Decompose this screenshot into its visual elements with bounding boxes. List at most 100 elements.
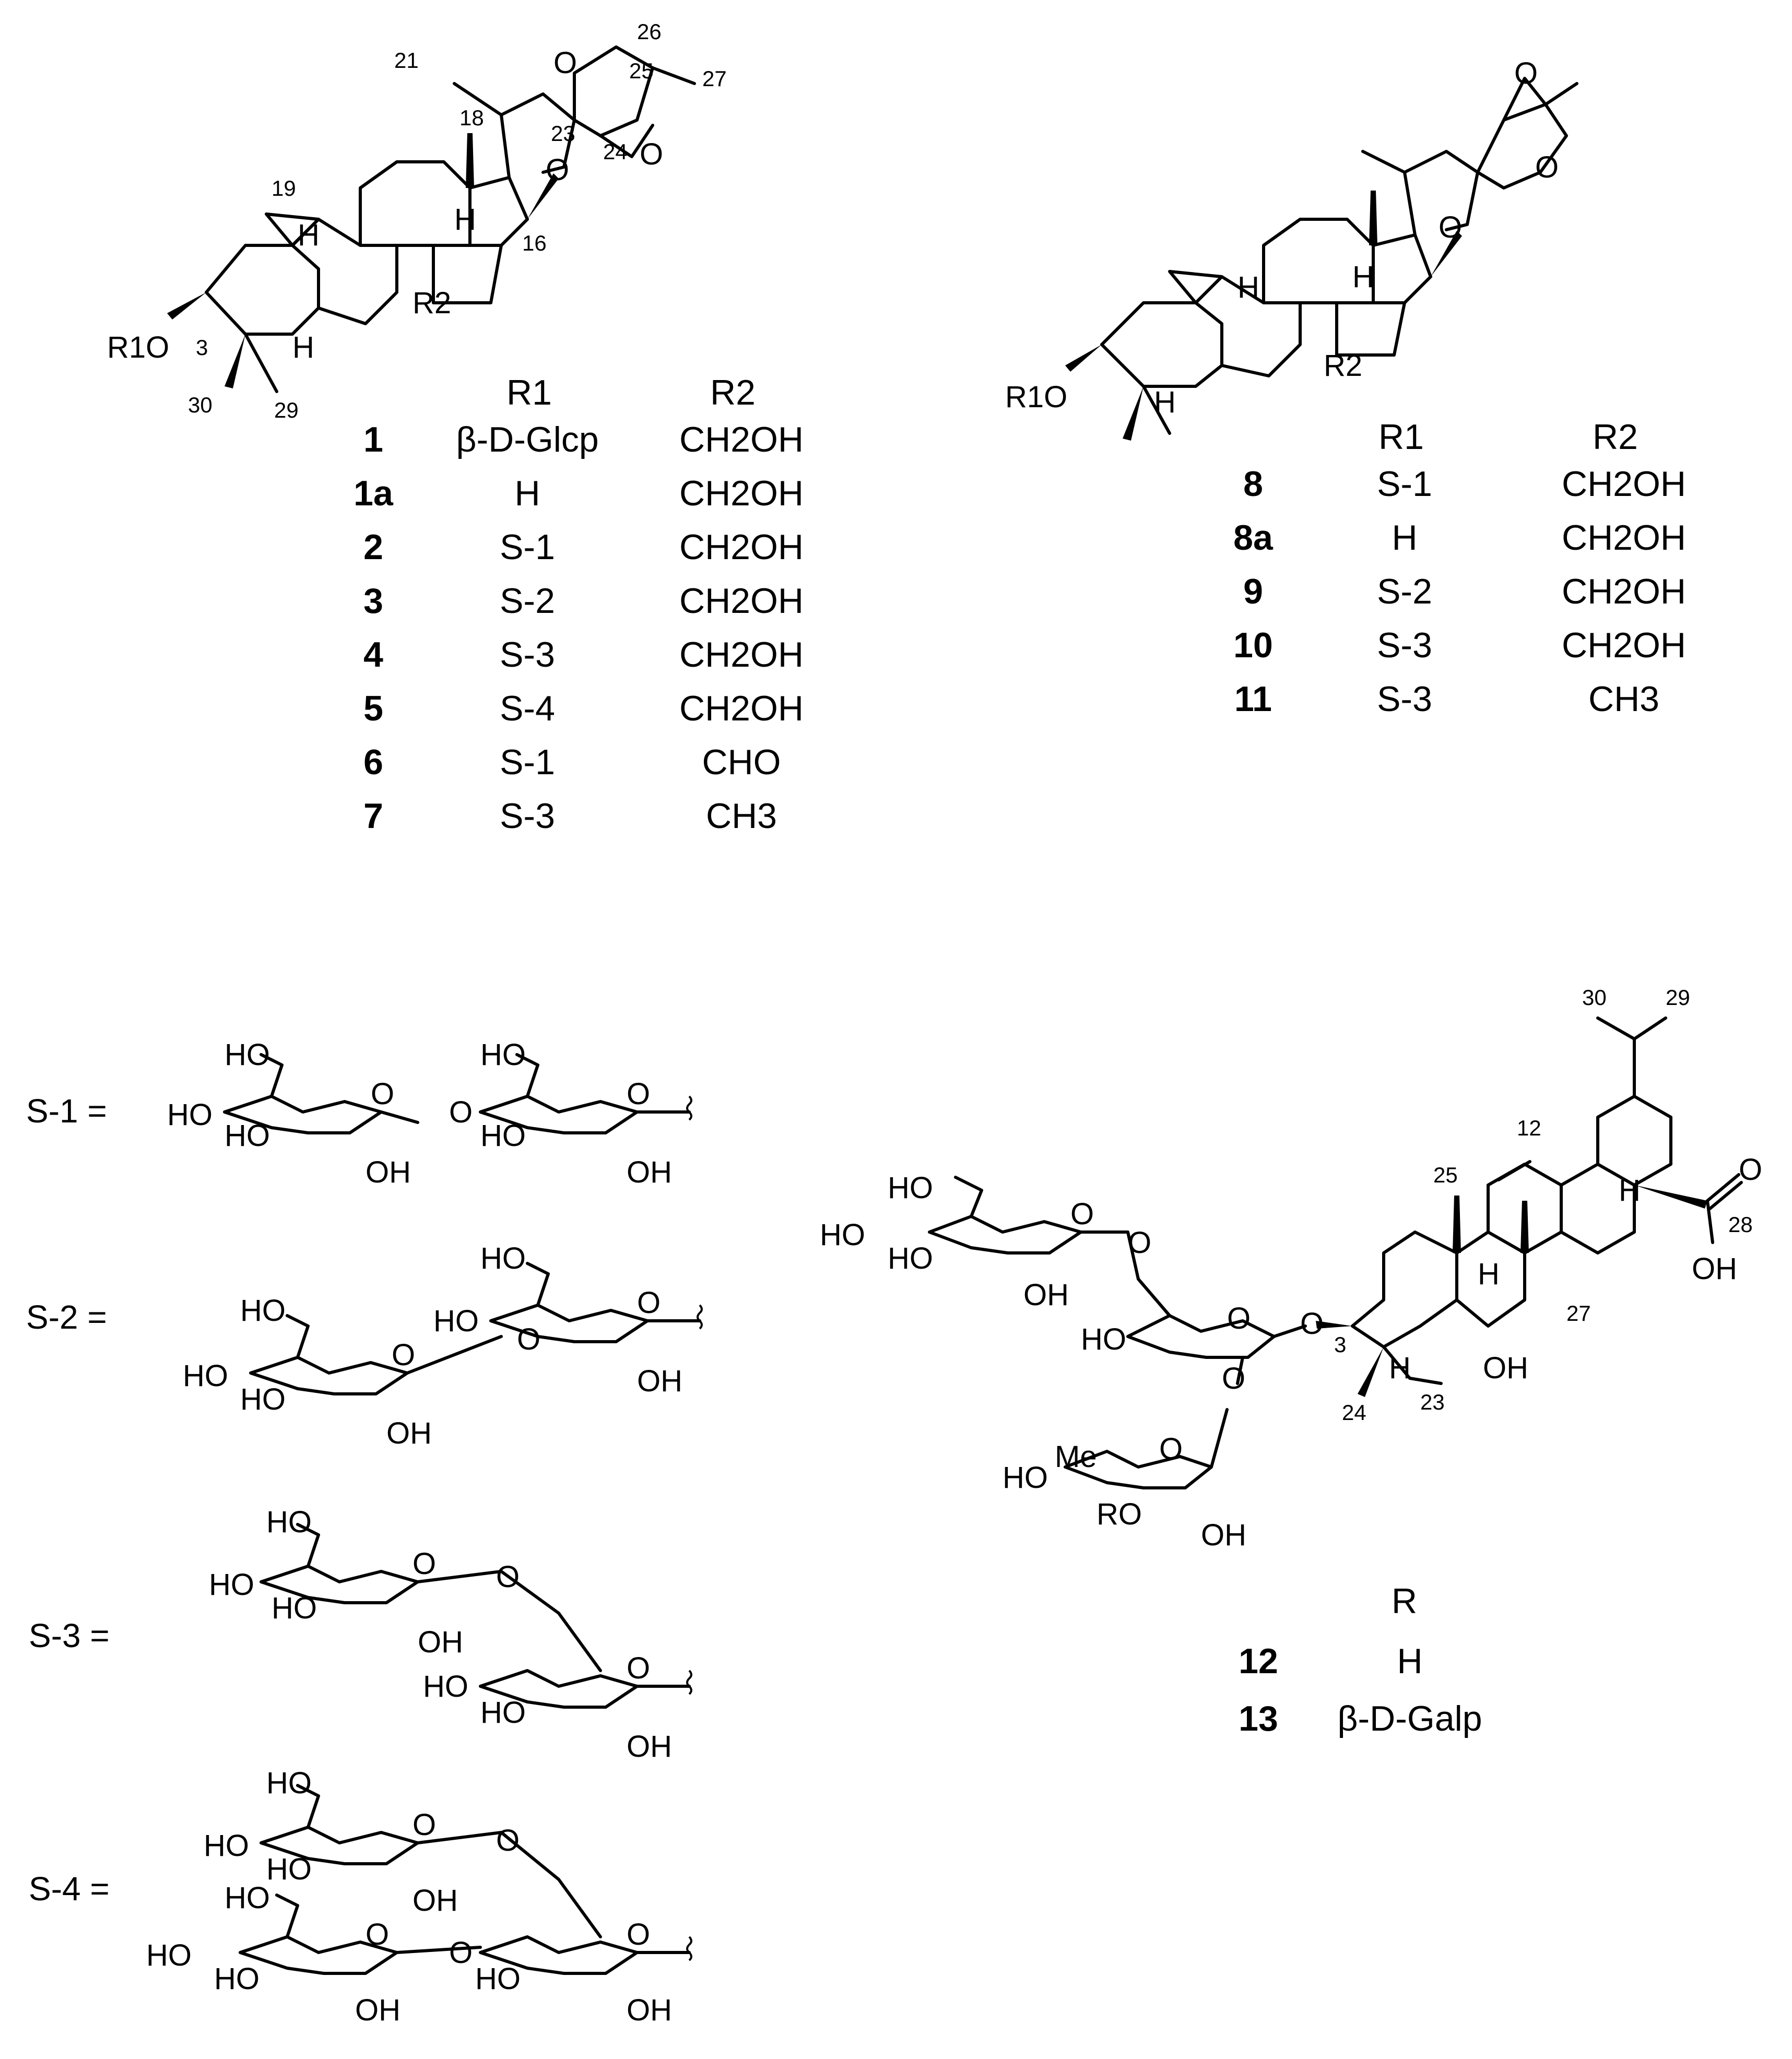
atom-h: H [298,218,320,252]
compound-id: 12 [1239,1641,1278,1681]
locant: 26 [637,19,662,44]
atom-h: H [292,330,314,364]
atom-o: O [627,1651,650,1685]
atom-o-epoxide: O [1514,56,1538,90]
sugar-label-s4: S-4 = [29,1870,110,1908]
table-2: R1 R2 [1378,417,1638,457]
locant: 30 [1582,985,1607,1010]
atom-h: H [1619,1174,1641,1208]
atom-o: O [637,1286,661,1320]
r2-value: CH2OH [679,689,804,728]
r2-value: CH3 [1588,679,1659,719]
r2-value: CH2OH [1562,625,1686,665]
r2-label: R2 [412,286,451,320]
compound-id: 10 [1233,625,1273,665]
atom-oh: OH [1201,1518,1246,1552]
atom-ho: HO [183,1359,228,1393]
atom-me: Me [1055,1440,1097,1474]
r1-value: S-3 [1377,679,1432,719]
locant: 25 [629,58,654,83]
atom-o: O [496,1824,520,1857]
locant: 30 [188,393,213,417]
atom-oh: OH [627,1993,672,2027]
r2-value: CH2OH [1562,518,1686,558]
atom-ho: HO [214,1962,260,1996]
atom-oh: OH [637,1364,682,1398]
r-value: β-D-Galp [1337,1699,1482,1738]
locant: 25 [1433,1163,1458,1187]
atom-ho: HO [820,1218,865,1252]
atom-oh: OH [418,1625,463,1659]
header-r2: R2 [710,373,756,412]
atom-oh: OH [412,1884,458,1918]
locant: 27 [702,66,727,91]
locant: 12 [1517,1116,1541,1140]
table-1: R1 R2 [506,373,756,412]
atom-h: H [1352,260,1374,294]
atom-ho: HO [167,1098,213,1132]
r2-label: R2 [1324,349,1362,383]
locant: 28 [1728,1212,1753,1237]
atom-ho: HO [266,1766,312,1800]
r2-value: CH2OH [1562,464,1686,504]
atom-o: O [496,1560,520,1594]
compound-id: 6 [363,742,383,782]
atom-o-spiro: O [1535,150,1559,184]
locant: 16 [522,231,547,255]
r2-value: CH2OH [1562,572,1686,611]
atom-ho: HO [888,1171,933,1205]
atom-o: O [1300,1307,1324,1341]
atom-ho: HO [480,1241,526,1275]
r1-value: S-1 [500,742,555,782]
atom-o: O [1227,1301,1251,1335]
r1o-label: R1O [1005,380,1067,414]
atom-o: O [1739,1153,1762,1187]
sugar-s1: HO HO HO OH O O HO HO O OH [167,1038,692,1189]
atom-h: H [1389,1351,1411,1385]
compound-id: 7 [363,796,383,836]
structure-8-11-skeleton [1065,77,1578,441]
atom-ho: HO [240,1382,286,1416]
locant: 18 [459,105,484,130]
atom-o-ring: O [1439,210,1462,244]
atom-oh: OH [1692,1252,1737,1286]
atom-ho: HO [1003,1461,1048,1495]
r1-value: S-2 [1377,572,1432,611]
locant: 29 [1666,985,1690,1010]
sugar-labels: S-1 = S-2 = S-3 = S-4 = [26,1092,110,1908]
atom-ro: RO [1097,1497,1142,1531]
structure-1-labels: O O O H H H R2 R1O 21 18 23 24 25 26 27 … [107,19,727,422]
compound-id: 2 [363,527,383,567]
table-3: R [1392,1581,1417,1621]
compound-id: 9 [1243,572,1263,611]
sugar-s3: HO HO HO O OH O HO HO O OH [209,1505,692,1764]
locant: 3 [1334,1332,1346,1357]
header-r1: R1 [1378,417,1424,457]
r1-value: S-3 [500,796,555,836]
sugar-label-s2: S-2 = [26,1298,107,1336]
atom-oh: OH [366,1155,411,1189]
structure-12-13-skeleton [928,1016,1743,1489]
atom-o: O [1159,1432,1183,1466]
compound-id: 13 [1239,1699,1278,1738]
sugar-s2: HO HO O OH O HO HO HO O OH [183,1241,703,1450]
atom-ho: HO [225,1881,270,1915]
atom-ho: HO [266,1505,312,1539]
atom-ho: HO [146,1938,192,1972]
r2-value: CH2OH [679,420,804,459]
atom-ho: HO [480,1696,526,1730]
atom-o: O [1222,1362,1245,1395]
header-r2: R2 [1593,417,1638,457]
header-r: R [1392,1581,1417,1621]
atom-ho: HO [888,1241,933,1275]
r1-value: β-D-Glcp [456,420,598,459]
atom-o: O [517,1322,540,1356]
sugar-label-s1: S-1 = [26,1092,107,1130]
compound-id: 11 [1234,679,1272,719]
atom-o: O [1070,1197,1094,1231]
atom-ho: HO [240,1294,286,1328]
compound-id: 1 [363,420,383,459]
r1o-label: R1O [107,330,169,364]
atom-o: O [371,1077,394,1111]
